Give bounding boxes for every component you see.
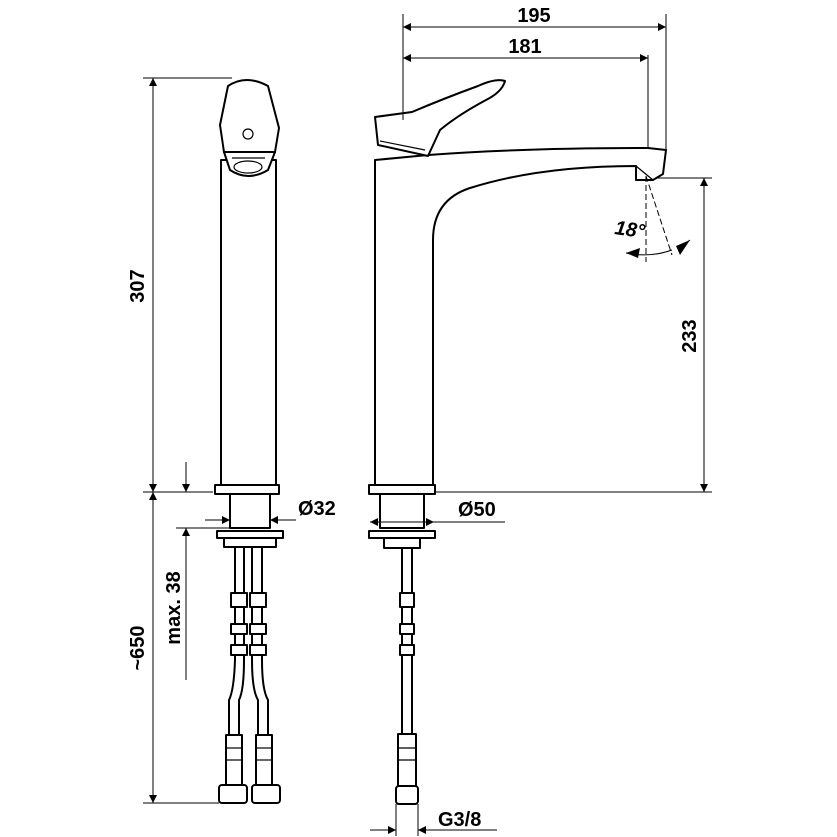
dim-label-total-width: 195	[517, 5, 550, 27]
dim-label-spout-height: 233	[679, 319, 701, 352]
dim-label-total-height: 307	[127, 269, 149, 302]
side-view-hoses	[218, 546, 281, 804]
dim-label-max-mount-thickness: max. 38	[163, 571, 185, 644]
side-view-shank	[229, 493, 271, 529]
side-view-body	[220, 159, 277, 486]
front-view-hose	[395, 547, 419, 805]
faucet-front-view	[368, 79, 667, 805]
faucet-side-view	[214, 79, 284, 804]
front-view-mount-plate	[368, 530, 436, 539]
front-view-mount-nut	[383, 537, 421, 549]
dim-label-connection-thread: G3/8	[438, 809, 481, 831]
dim-label-spout-reach: 181	[508, 36, 541, 58]
front-view-shank	[379, 493, 425, 529]
front-view-lever	[374, 79, 506, 157]
side-view-hose-nut-left	[218, 784, 248, 804]
dimension-lines	[143, 14, 712, 836]
side-view-lever-screw	[242, 128, 254, 140]
dim-label-base-diameter-front: Ø50	[458, 499, 496, 521]
side-view-mount-plate	[216, 530, 284, 539]
side-view-mount-nut	[223, 537, 277, 548]
dim-label-spout-angle: 18°	[613, 217, 647, 243]
dim-label-base-diameter-side: Ø32	[298, 498, 336, 520]
dim-label-hose-length: ~650	[127, 625, 149, 670]
front-view-base-ring	[368, 484, 436, 495]
side-view-hose-nut-right	[251, 784, 281, 804]
front-view-body-spout	[374, 147, 667, 486]
side-view-lever	[219, 79, 280, 153]
front-view-hose-nut	[395, 785, 419, 805]
side-view-base-ring	[214, 484, 280, 495]
